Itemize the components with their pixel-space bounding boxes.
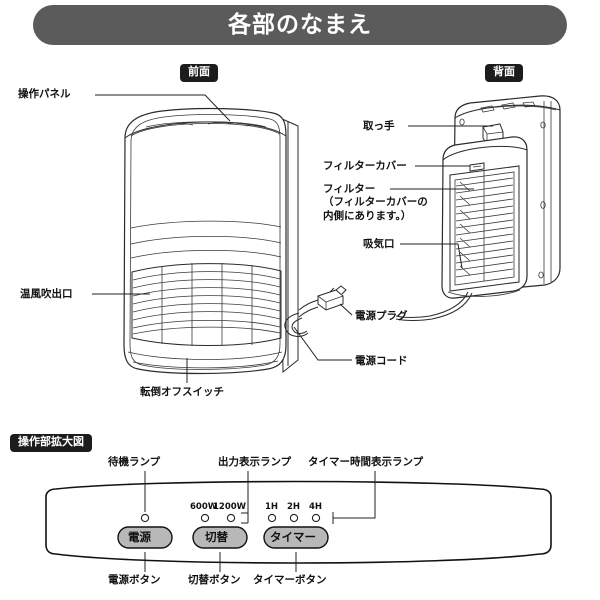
lamp-4h (311, 513, 321, 523)
control-panel-illustration (45, 471, 552, 572)
timer-button-shape (263, 526, 329, 549)
tick-600w: 600W (190, 502, 218, 512)
front-leader-lines (92, 94, 231, 383)
label-timer-button: タイマーボタン (253, 574, 327, 586)
leader-timer-lamp (332, 471, 376, 524)
power-button-label[interactable]: 電源 (128, 530, 151, 544)
page-title: 各部のなまえ (228, 11, 372, 38)
cord-leader-lines (293, 303, 353, 361)
rear-leader-lines (390, 125, 493, 269)
label-air-intake: 吸気口 (363, 238, 395, 250)
rear-unit-illustration (395, 95, 561, 321)
label-power-plug: 電源プラグ (355, 310, 408, 322)
label-output-lamp: 出力表示ランプ (218, 456, 292, 468)
label-mode-button: 切替ボタン (188, 574, 241, 586)
lamp-1h (267, 513, 277, 523)
badge-control-panel-detail: 操作部拡大図 (10, 434, 92, 452)
mode-button-shape (192, 526, 248, 549)
lamp-600w (200, 513, 210, 523)
tick-4h: 4H (309, 502, 323, 512)
label-standby-lamp: 待機ランプ (108, 456, 161, 468)
mode-button-label[interactable]: 切替 (205, 530, 228, 544)
power-button-shape (117, 526, 173, 549)
label-filter-cover: フィルターカバー (323, 160, 407, 172)
label-control-panel: 操作パネル (18, 88, 71, 100)
leader-air-intake (400, 243, 463, 269)
badge-rear-view: 背面 (485, 64, 523, 82)
label-filter-group: フィルター （フィルターカバーの 内側にあります。） (323, 183, 441, 223)
label-filter-note: （フィルターカバーの 内側にあります。） (323, 196, 428, 222)
leader-control-panel (95, 94, 231, 122)
tick-1h: 1H (265, 502, 279, 512)
lamp-1200w (226, 513, 236, 523)
lamp-2h (289, 513, 299, 523)
badge-front-view: 前面 (180, 64, 218, 82)
label-power-button: 電源ボタン (108, 574, 161, 586)
page-title-banner: 各部のなまえ (33, 5, 567, 45)
leader-power-plug (339, 303, 353, 316)
label-air-outlet: 温風吹出口 (20, 288, 73, 300)
standby-lamp (140, 513, 150, 523)
label-timer-lamp: タイマー時間表示ランプ (308, 456, 424, 468)
tick-2h: 2H (287, 502, 301, 512)
leader-output-lamp (241, 471, 249, 524)
timer-button-label[interactable]: タイマー (270, 530, 316, 544)
label-filter: フィルター (323, 183, 376, 195)
label-power-cord: 電源コード (355, 355, 408, 367)
label-handle: 取っ手 (363, 120, 395, 132)
tick-1200w: 1200W (213, 502, 247, 512)
power-cord-illustration (284, 285, 347, 337)
front-unit-illustration (123, 107, 299, 375)
leader-power-cord (293, 326, 352, 361)
label-tip-over-switch: 転倒オフスイッチ (140, 386, 224, 398)
